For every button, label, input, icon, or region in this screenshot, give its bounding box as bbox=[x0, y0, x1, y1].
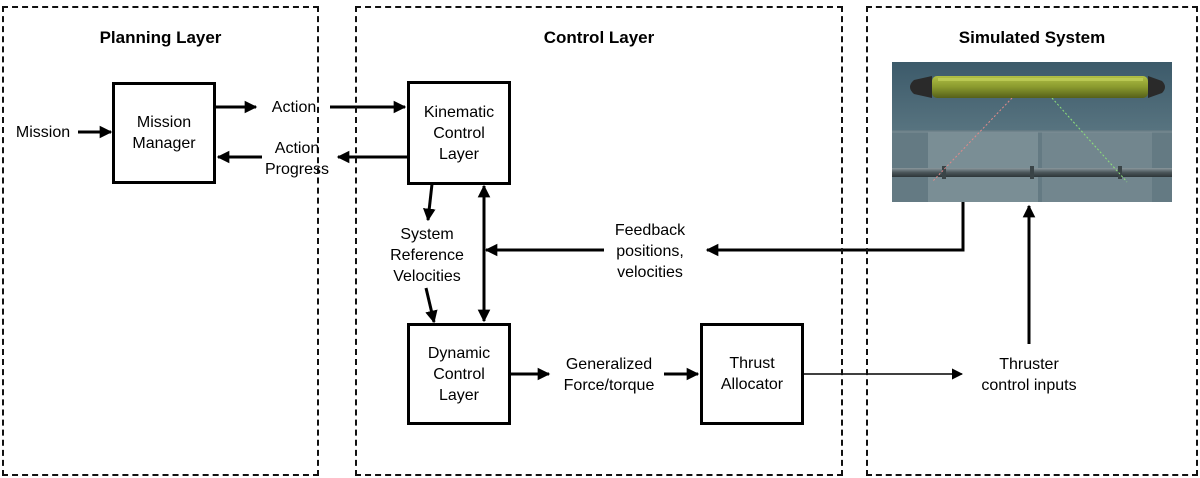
dynamic-line-2: Control bbox=[433, 365, 485, 383]
system-reference-line-3: Velocities bbox=[393, 268, 461, 285]
generalized-force-label: Generalized Force/torque bbox=[548, 354, 670, 396]
control-layer-panel: Control Layer bbox=[355, 6, 843, 476]
planning-layer-title: Planning Layer bbox=[99, 28, 222, 47]
thruster-inputs-label: Thruster control inputs bbox=[964, 354, 1094, 396]
mission-manager-block: Mission Manager bbox=[112, 82, 216, 184]
action-label: Action bbox=[271, 99, 317, 116]
ref-velocity-in-arrow bbox=[424, 287, 438, 324]
planning-layer-panel: Planning Layer bbox=[2, 6, 319, 476]
action-progress-label: Action Progress bbox=[258, 138, 336, 180]
feedback-line-2: positions, bbox=[616, 243, 684, 260]
thruster-inputs-line-1: Thruster bbox=[999, 356, 1059, 373]
control-layer-title: Control Layer bbox=[543, 28, 655, 47]
dynamic-line-1: Dynamic bbox=[427, 344, 491, 362]
action-progress-line-1: Action bbox=[274, 140, 320, 157]
dynamic-control-block: Dynamic Control Layer bbox=[407, 323, 511, 425]
kinematic-control-block: Kinematic Control Layer bbox=[407, 81, 511, 185]
thrust-allocator-block: Thrust Allocator bbox=[700, 323, 804, 425]
dynamic-line-3: Layer bbox=[438, 386, 479, 404]
action-progress-line-2: Progress bbox=[264, 161, 330, 178]
thruster-inputs-line-2: control inputs bbox=[981, 377, 1077, 394]
thrust-line-1: Thrust bbox=[729, 355, 775, 372]
feedback-line-3: velocities bbox=[617, 264, 683, 281]
kinematic-line-1: Kinematic bbox=[423, 103, 495, 121]
generalized-line-2: Force/torque bbox=[563, 377, 655, 394]
kinematic-line-2: Control bbox=[433, 124, 485, 142]
system-reference-line-1: System bbox=[400, 226, 454, 243]
system-reference-line-2: Reference bbox=[390, 247, 464, 264]
simulated-system-title: Simulated System bbox=[958, 28, 1106, 47]
mission-manager-line-2: Manager bbox=[132, 135, 196, 152]
mission-manager-line-1: Mission bbox=[136, 114, 192, 131]
mission-label: Mission bbox=[15, 124, 71, 141]
generalized-line-1: Generalized bbox=[565, 356, 653, 373]
system-reference-label: System Reference Velocities bbox=[376, 224, 478, 287]
feedback-line bbox=[705, 202, 965, 257]
feedback-line-1: Feedback bbox=[614, 222, 686, 239]
simulated-system-panel: Simulated System bbox=[866, 6, 1198, 476]
auv-simulation-image bbox=[892, 62, 1172, 202]
feedback-label: Feedback positions, velocities bbox=[598, 220, 702, 283]
thrust-line-2: Allocator bbox=[720, 376, 784, 393]
kinematic-line-3: Layer bbox=[438, 145, 480, 163]
ref-velocity-out-arrow bbox=[422, 183, 436, 222]
